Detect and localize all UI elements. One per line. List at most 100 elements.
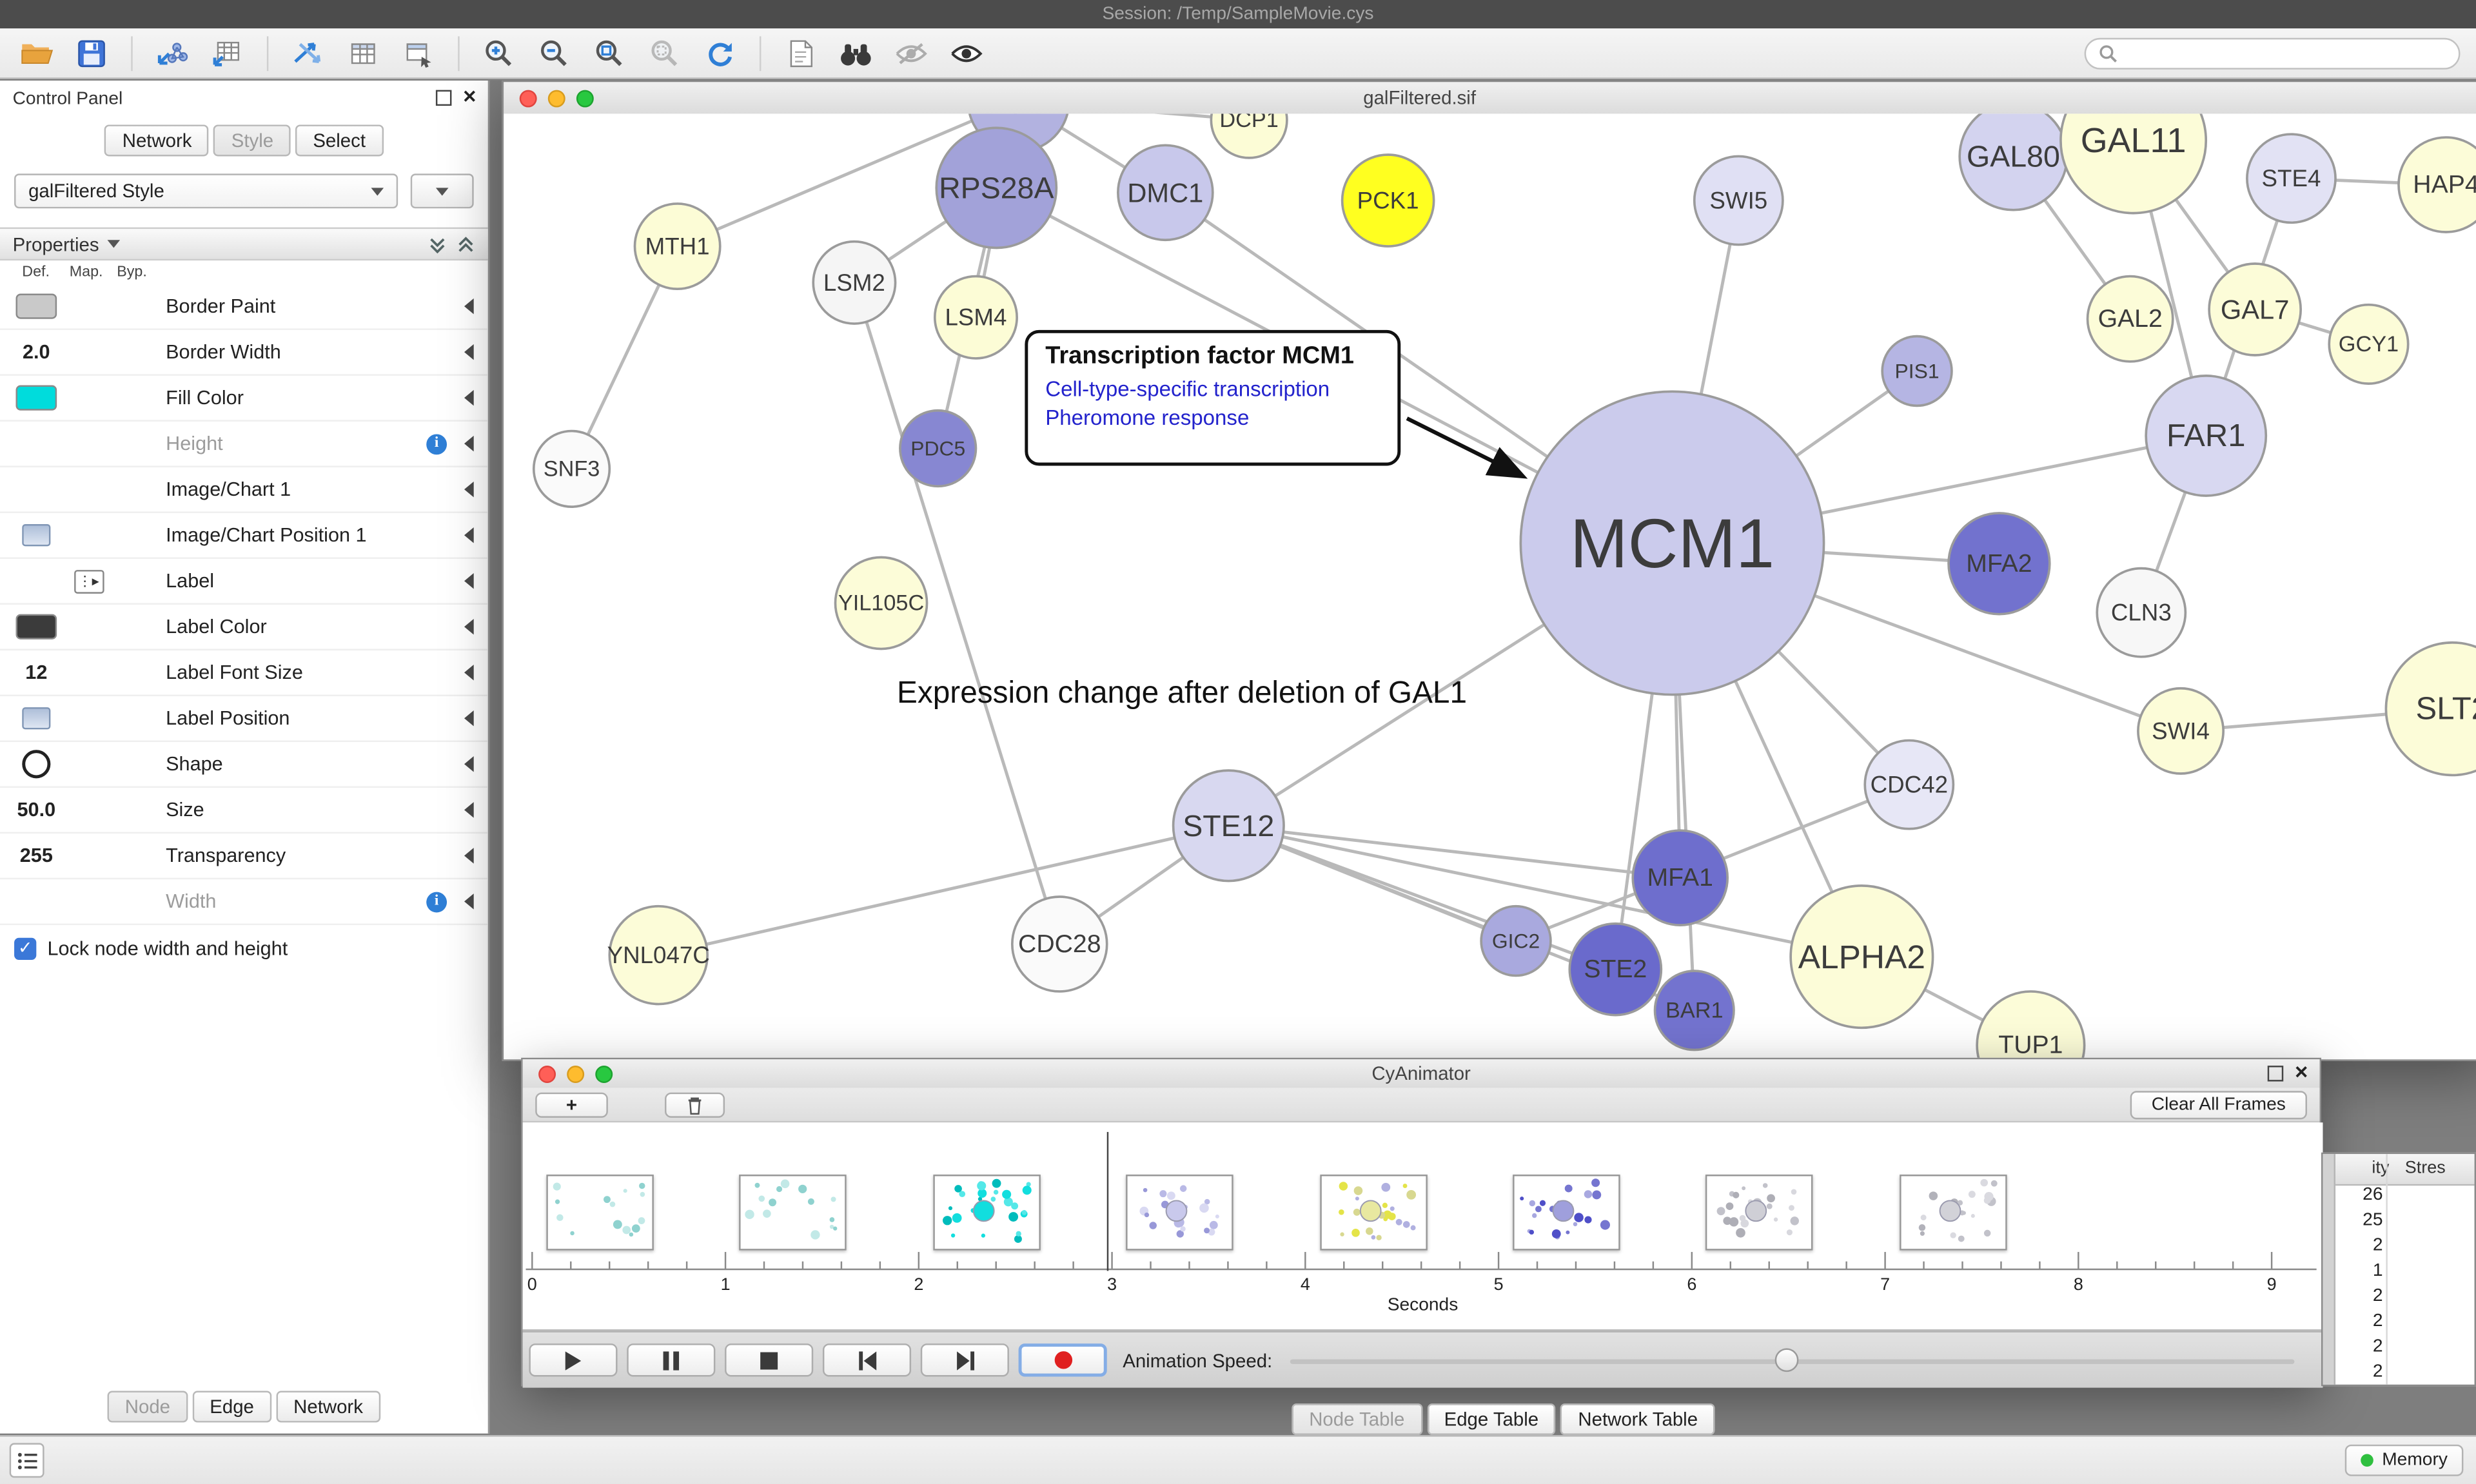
default-value-cell[interactable] — [13, 513, 60, 558]
new-table-button[interactable] — [342, 32, 384, 73]
tab-select[interactable]: Select — [295, 124, 383, 157]
delete-frame-button[interactable] — [665, 1092, 725, 1118]
search-box[interactable] — [2084, 37, 2461, 69]
frame-thumbnail-4[interactable] — [1319, 1175, 1427, 1251]
stats-column-header[interactable]: ity — [2372, 1158, 2390, 1178]
property-row-label[interactable]: ⋮▸Label — [0, 559, 488, 605]
network-node-cdc42[interactable]: CDC42 — [1863, 739, 1955, 830]
collapse-arrow-icon[interactable] — [464, 344, 474, 360]
info-icon[interactable]: i — [426, 433, 447, 454]
network-node-gal11[interactable]: GAL11 — [2059, 113, 2208, 215]
frame-thumbnail-1[interactable] — [740, 1175, 847, 1251]
frame-thumbnail-5[interactable] — [1513, 1175, 1620, 1251]
mapping-cell[interactable] — [66, 696, 111, 741]
property-row-fill-color[interactable]: Fill Color — [0, 376, 488, 422]
property-row-image-chart-1[interactable]: Image/Chart 1 — [0, 467, 488, 513]
new-network-button[interactable] — [288, 32, 329, 73]
network-node-cdc28[interactable]: CDC28 — [1010, 895, 1108, 993]
annotation-button[interactable] — [780, 32, 821, 73]
network-node-mcm1[interactable]: MCM1 — [1519, 390, 1825, 696]
network-node-snf3[interactable]: SNF3 — [532, 429, 611, 508]
collapse-arrow-icon[interactable] — [464, 893, 474, 910]
network-node-yil105c[interactable]: YIL105C — [834, 556, 928, 650]
default-value-cell[interactable]: 50.0 — [13, 788, 60, 832]
mapping-cell[interactable] — [66, 330, 111, 375]
save-session-button[interactable] — [71, 32, 112, 73]
collapse-arrow-icon[interactable] — [464, 665, 474, 681]
mapping-cell[interactable]: ⋮▸ — [66, 559, 111, 603]
collapse-arrow-icon[interactable] — [464, 481, 474, 498]
mapping-cell[interactable] — [66, 605, 111, 649]
network-node-bar1[interactable]: BAR1 — [1653, 970, 1735, 1051]
clear-all-frames-button[interactable]: Clear All Frames — [2130, 1091, 2307, 1120]
default-value-cell[interactable] — [13, 559, 60, 603]
mapping-cell[interactable] — [66, 742, 111, 786]
network-window-titlebar[interactable]: galFiltered.sif — [504, 82, 2476, 115]
network-node-slt2[interactable]: SLT2 — [2384, 641, 2476, 777]
default-value-cell[interactable] — [13, 284, 60, 329]
network-node-ste2[interactable]: STE2 — [1568, 922, 1663, 1017]
default-value-cell[interactable] — [13, 742, 60, 786]
import-network-button[interactable] — [152, 32, 193, 73]
play-button[interactable] — [529, 1343, 618, 1377]
default-value-cell[interactable]: 12 — [13, 650, 60, 695]
collapse-all-icon[interactable] — [457, 235, 475, 253]
import-table-button[interactable] — [207, 32, 248, 73]
default-value-cell[interactable]: 255 — [13, 834, 60, 878]
frame-thumbnail-0[interactable] — [546, 1175, 654, 1251]
network-node-hap4[interactable]: HAP4 — [2397, 136, 2476, 233]
zoom-window-icon[interactable] — [576, 89, 594, 107]
pause-button[interactable] — [627, 1343, 716, 1377]
stats-column-header[interactable]: Stres — [2404, 1158, 2446, 1178]
cyanimator-titlebar[interactable]: CyAnimator ✕ — [522, 1059, 2320, 1089]
mapping-cell[interactable] — [66, 513, 111, 558]
network-node-lsm4[interactable]: LSM4 — [933, 275, 1018, 360]
frame-thumbnail-6[interactable] — [1705, 1175, 1814, 1251]
default-value-cell[interactable]: 2.0 — [13, 330, 60, 375]
network-node-mfa2[interactable]: MFA2 — [1947, 512, 2051, 616]
network-node-alpha2[interactable]: ALPHA2 — [1789, 884, 1934, 1030]
float-panel-icon[interactable] — [2267, 1066, 2283, 1082]
network-node-cln3[interactable]: CLN3 — [2096, 567, 2187, 658]
close-panel-icon[interactable]: ✕ — [462, 88, 477, 108]
network-node-pck1[interactable]: PCK1 — [1341, 153, 1435, 248]
network-node-gcy1[interactable]: GCY1 — [2328, 303, 2410, 385]
property-row-label-color[interactable]: Label Color — [0, 605, 488, 650]
collapse-arrow-icon[interactable] — [464, 756, 474, 772]
network-node-lsm2[interactable]: LSM2 — [812, 240, 897, 325]
network-node-ste4[interactable]: STE4 — [2246, 133, 2337, 224]
zoom-fit-button[interactable] — [589, 32, 630, 73]
network-node-dcp1[interactable]: DCP1 — [1210, 113, 1288, 159]
default-value-cell[interactable] — [13, 879, 60, 924]
mapping-cell[interactable] — [66, 834, 111, 878]
zoom-out-button[interactable] — [534, 32, 575, 73]
mapping-cell[interactable] — [66, 788, 111, 832]
open-session-button[interactable] — [15, 32, 57, 73]
mapping-cell[interactable] — [66, 650, 111, 695]
mapping-cell[interactable] — [66, 376, 111, 420]
collapse-arrow-icon[interactable] — [464, 435, 474, 452]
stats-scrollbar[interactable] — [2323, 1154, 2336, 1385]
collapse-arrow-icon[interactable] — [464, 389, 474, 406]
skip-end-button[interactable] — [920, 1343, 1009, 1377]
mapping-cell[interactable] — [66, 422, 111, 466]
collapse-arrow-icon[interactable] — [464, 848, 474, 864]
default-value-cell[interactable] — [13, 422, 60, 466]
property-row-label-position[interactable]: Label Position — [0, 696, 488, 743]
network-node-mfa1[interactable]: MFA1 — [1631, 829, 1729, 926]
network-node-far1[interactable]: FAR1 — [2145, 375, 2268, 497]
tab-node-table[interactable]: Node Table — [1292, 1403, 1422, 1436]
network-node-gal2[interactable]: GAL2 — [2086, 275, 2174, 363]
network-node-dmc1[interactable]: DMC1 — [1117, 144, 1214, 242]
close-window-icon[interactable] — [519, 89, 537, 107]
frame-thumbnail-2[interactable] — [932, 1175, 1041, 1251]
add-frame-button[interactable]: + — [535, 1092, 608, 1118]
record-button[interactable] — [1018, 1343, 1107, 1377]
network-node-tup1[interactable]: TUP1 — [1976, 990, 2086, 1060]
network-node-swi5[interactable]: SWI5 — [1693, 155, 1784, 246]
frame-thumbnail-7[interactable] — [1899, 1175, 2007, 1251]
skip-start-button[interactable] — [822, 1343, 912, 1377]
network-node-ste12[interactable]: STE12 — [1172, 769, 1285, 883]
